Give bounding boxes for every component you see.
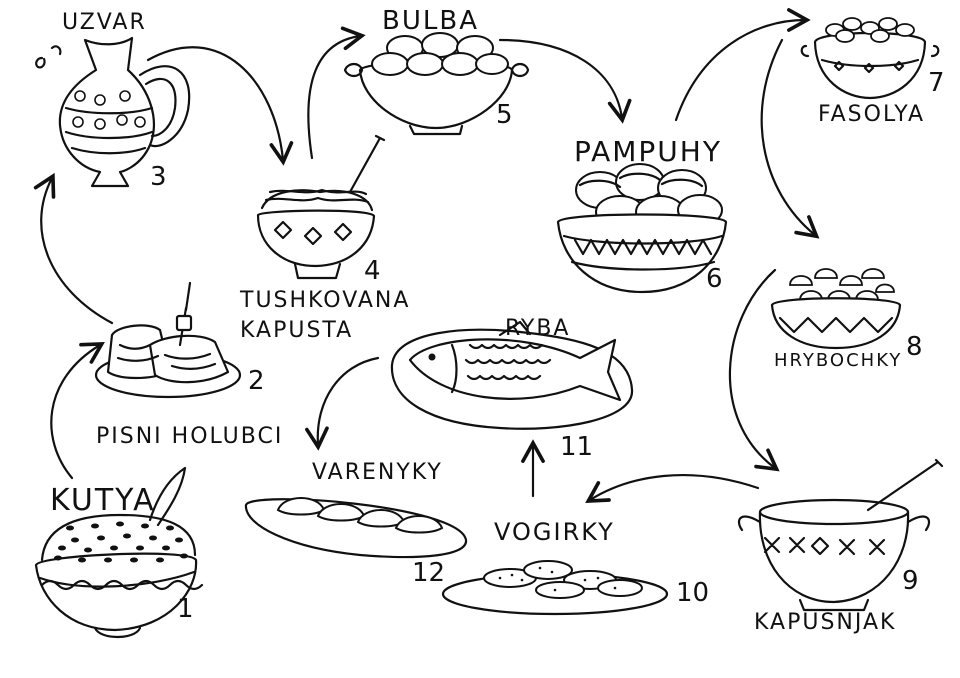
number-bulba: 5 xyxy=(496,100,513,130)
mushroom-bowl-icon xyxy=(770,268,902,350)
number-hrybochky: 8 xyxy=(906,332,923,362)
label-kapusnjak: KAPUSNJAK xyxy=(754,610,897,635)
arrow-6-to-7 xyxy=(674,8,811,122)
uzvar-jug-icon xyxy=(35,36,191,188)
label-bulba: BULBA xyxy=(382,6,479,36)
arrow-5-to-6 xyxy=(498,38,632,124)
varenyky-plate-icon xyxy=(244,497,468,559)
fasolya-pot-icon xyxy=(800,17,940,100)
label-hrybochky: HRYBOCHKY xyxy=(774,350,903,371)
holubci-plate-icon xyxy=(94,281,242,399)
arrow-1-to-2 xyxy=(50,342,105,480)
label-varenyky: VARENYKY xyxy=(312,460,443,485)
number-kapusnjak: 9 xyxy=(902,566,919,596)
fish-plate-icon xyxy=(390,320,634,430)
number-pisni-holubci: 2 xyxy=(248,366,265,396)
flow-arrows xyxy=(33,8,820,504)
label-pisni-holubci: PISNI HOLUBCI xyxy=(96,424,284,449)
label-tushkovana: TUSHKOVANA xyxy=(240,288,411,313)
label-ryba: RYBA xyxy=(505,316,571,341)
arrow-3-to-4 xyxy=(146,46,294,166)
label-fasolya: FASOLYA xyxy=(818,102,926,127)
number-uzvar: 3 xyxy=(150,162,167,192)
kapusta-bowl-icon xyxy=(256,134,386,280)
number-fasolya: 7 xyxy=(928,68,945,98)
number-ryba: 11 xyxy=(560,432,594,462)
arrow-8-to-9 xyxy=(728,268,780,472)
number-vogirky: 10 xyxy=(676,578,710,608)
label-kutya: KUTYA xyxy=(50,483,156,518)
label-vogirky: VOGIRKY xyxy=(494,518,615,546)
bulba-bowl-icon xyxy=(343,32,530,136)
number-kutya: 1 xyxy=(177,594,194,624)
number-varenyky: 12 xyxy=(412,558,446,588)
arrow-4-to-12 xyxy=(305,356,380,451)
number-kapusta: 4 xyxy=(364,256,381,286)
arrow-4-to-5 xyxy=(307,26,366,160)
kutya-bowl-icon xyxy=(34,466,204,639)
arrow-7-to-8 xyxy=(760,38,820,239)
number-pampuhy: 6 xyxy=(706,264,723,294)
cucumber-plate-icon xyxy=(441,560,669,616)
label-kapusta: KAPUSTA xyxy=(240,318,354,343)
soup-pot-icon xyxy=(737,458,944,612)
pampuhy-bowl-icon xyxy=(556,163,728,294)
arrow-9-to-10 xyxy=(585,474,760,504)
arrow-2-to-3 xyxy=(33,172,114,325)
label-pampuhy: PAMPUHY xyxy=(574,135,722,168)
label-uzvar: UZVAR xyxy=(62,10,147,35)
